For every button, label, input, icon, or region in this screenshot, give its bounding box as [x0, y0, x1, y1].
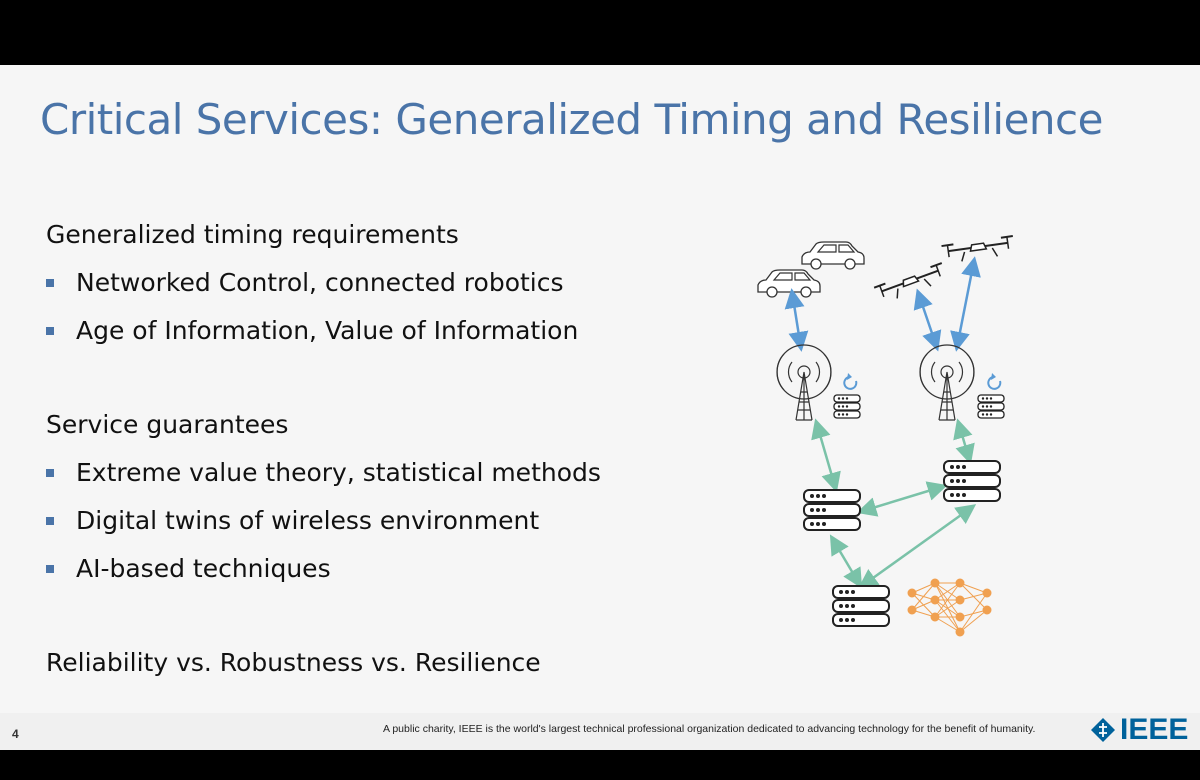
refresh-icon	[843, 373, 858, 390]
bullet-marker	[46, 326, 54, 335]
cell-tower-icon	[776, 344, 832, 421]
refresh-icon	[987, 373, 1002, 390]
bullet-text: Networked Control, connected robotics	[76, 268, 564, 297]
slide-title: Critical Services: Generalized Timing an…	[40, 95, 1103, 144]
neural-network-icon	[907, 578, 992, 637]
footer-tagline: A public charity, IEEE is the world's la…	[383, 723, 1036, 735]
section-heading: Generalized timing requirements	[46, 220, 459, 249]
bullet-marker	[46, 564, 54, 573]
bullet-item: Age of Information, Value of Information	[46, 316, 578, 345]
drone-icon	[873, 262, 949, 306]
bullet-item: AI-based techniques	[46, 554, 331, 583]
ieee-logo: IEEE	[1090, 713, 1188, 747]
server-stack-icon	[977, 394, 1005, 419]
car-icon	[801, 241, 865, 270]
server-stack-icon	[833, 394, 861, 419]
server-stack-icon	[943, 460, 1001, 502]
car-icon	[757, 269, 821, 298]
slide-footer: 4 A public charity, IEEE is the world's …	[0, 713, 1200, 750]
bullet-text: Extreme value theory, statistical method…	[76, 458, 601, 487]
slide: Critical Services: Generalized Timing an…	[0, 65, 1200, 750]
server-stack-icon	[832, 585, 890, 627]
network-diagram	[757, 235, 1017, 637]
bullet-item: Extreme value theory, statistical method…	[46, 458, 601, 487]
page-number: 4	[12, 727, 19, 741]
bullet-text: Age of Information, Value of Information	[76, 316, 579, 345]
drone-icon	[940, 235, 1017, 265]
server-stack-icon	[803, 489, 861, 531]
closing-statement: Reliability vs. Robustness vs. Resilienc…	[46, 648, 541, 677]
cell-tower-icon	[919, 344, 975, 421]
bullet-marker	[46, 468, 54, 477]
bullet-text: AI-based techniques	[76, 554, 331, 583]
bullet-text: Digital twins of wireless environment	[76, 506, 540, 535]
ieee-logo-text: IEEE	[1120, 713, 1189, 746]
bullet-marker	[46, 516, 54, 525]
ieee-diamond-icon	[1091, 718, 1115, 742]
bullet-item: Digital twins of wireless environment	[46, 506, 539, 535]
bullet-marker	[46, 278, 54, 287]
section-heading: Service guarantees	[46, 410, 289, 439]
bullet-item: Networked Control, connected robotics	[46, 268, 564, 297]
